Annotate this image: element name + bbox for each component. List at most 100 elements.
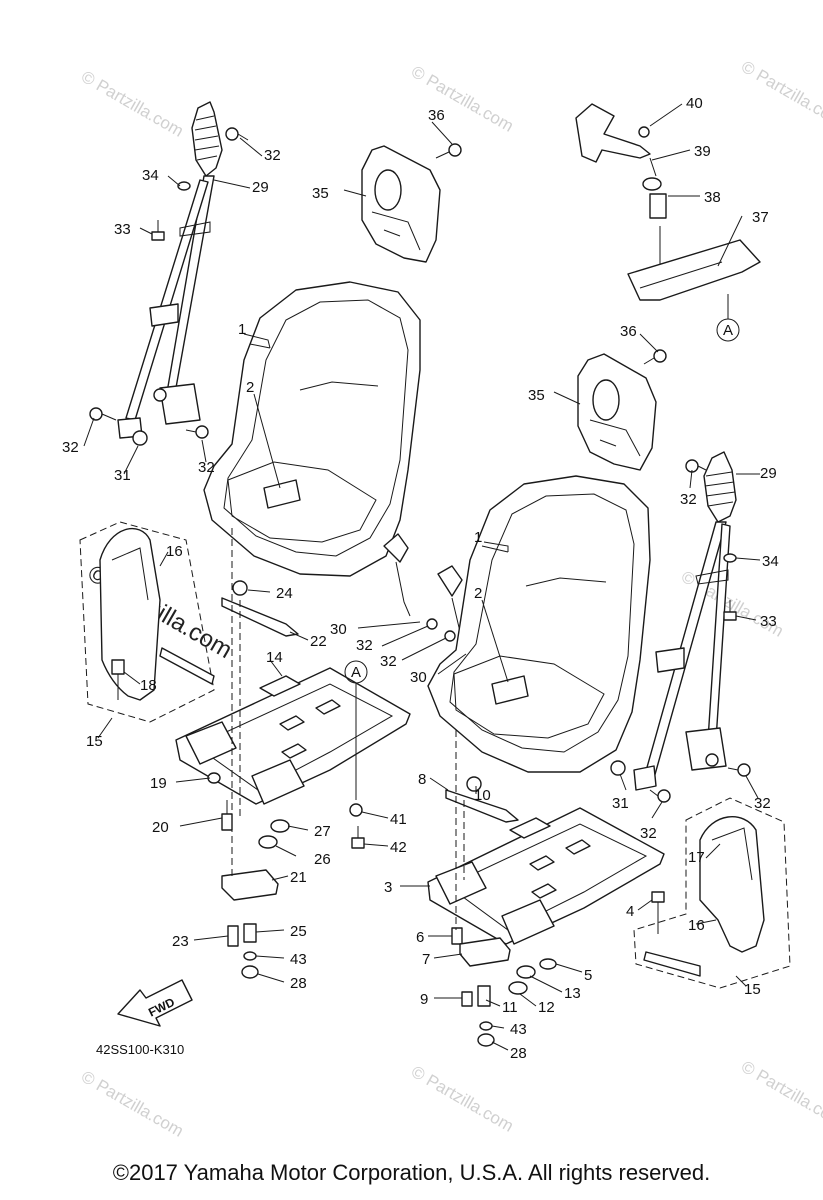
callout-32: 32 [640,825,657,842]
callout-35: 35 [312,185,329,202]
callout-40: 40 [686,95,703,112]
callout-33: 33 [114,221,131,238]
damper-5 [539,958,557,970]
callout-38: 38 [704,189,721,206]
watermark: © Partzilla.com [738,1057,823,1131]
callout-29: 29 [252,179,269,196]
washer-43 [243,951,257,961]
callout-5: 5 [584,967,592,984]
watermark: © Partzilla.com [408,62,517,136]
washer-34 [177,181,191,191]
callout-20: 20 [152,819,169,836]
leader-lines [83,103,761,1051]
bolt-33 [723,600,737,621]
bolt-18 [111,659,125,700]
bolt-32 [225,127,249,141]
callout-25: 25 [290,923,307,940]
nut-41 [349,803,363,817]
callout-4: 4 [626,903,634,920]
callout-31: 31 [612,795,629,812]
callout-21: 21 [290,869,307,886]
callout-11: 11 [502,999,518,1016]
callout-23: 23 [172,933,189,950]
callout-32: 32 [380,653,397,670]
callout-22: 22 [310,633,327,650]
nut-10 [466,776,482,792]
callout-34: 34 [142,167,159,184]
bolt-20 [221,800,233,831]
callout-28: 28 [510,1045,527,1062]
nut-28 [241,965,259,979]
callout-18: 18 [140,677,157,694]
bolt-32 [649,789,671,803]
arm-parts [575,103,761,301]
seat-bracket-left [79,521,215,723]
diagram-code: 42SS100-K310 [96,1042,184,1057]
watermark: © Partzilla.com [78,1067,187,1141]
callout-43: 43 [510,1021,527,1038]
seat-belt-left [117,101,223,439]
buckle-30-left [383,533,438,630]
callout-12: 12 [538,999,555,1016]
callout-41: 41 [390,811,407,828]
bolt-33 [151,220,165,241]
callout-43: 43 [290,951,307,968]
callout-29: 29 [760,465,777,482]
bolt-4 [651,891,665,934]
callout-26: 26 [314,851,331,868]
callout-32: 32 [356,637,373,654]
bolt-6 [451,927,463,945]
bolt-9 [461,991,473,1007]
callout-32: 32 [680,491,697,508]
washer-34 [723,553,737,563]
callout-32: 32 [754,795,771,812]
fwd-arrow: FWD [117,979,193,1027]
seat-frame-right [427,807,665,945]
callout-13: 13 [564,985,581,1002]
callout-39: 39 [694,143,711,160]
watermark: © Partzilla.com [408,1062,517,1136]
bolt-11 [477,985,491,1007]
nut-28 [477,1033,495,1047]
svg-text:A: A [351,664,361,681]
callout-32: 32 [264,147,281,164]
copyright-notice: ©2017 Yamaha Motor Corporation, U.S.A. A… [112,1160,711,1185]
callout-30: 30 [330,621,347,638]
callout-15: 15 [86,733,103,750]
bolt-36 [435,143,462,159]
seat-frame-left [175,667,411,805]
bracket-7 [459,937,511,967]
headrest-left [361,145,441,263]
bolt-25 [243,923,257,943]
seat-right [427,475,651,773]
callout-labels: 1 2 1 2 3 4 5 6 7 8 9 10 11 12 13 14 15 … [62,95,779,1062]
strap-22 [221,597,299,637]
callout-36: 36 [620,323,637,340]
washer-43 [479,1021,493,1031]
callout-2: 2 [246,379,254,396]
callout-19: 19 [150,775,167,792]
callout-32: 32 [198,459,215,476]
callout-3: 3 [384,879,392,896]
callout-6: 6 [416,929,424,946]
callout-7: 7 [422,951,430,968]
bolt-23 [227,925,239,947]
damper-12 [508,981,528,995]
callout-35: 35 [528,387,545,404]
callout-31: 31 [114,467,131,484]
bolt-32 [185,425,209,439]
callout-16: 16 [166,543,183,560]
callout-28: 28 [290,975,307,992]
callout-34: 34 [762,553,779,570]
headrest-right [577,353,657,471]
callout-9: 9 [420,991,428,1008]
watermark: © Partzilla.com [738,57,823,131]
callout-37: 37 [752,209,769,226]
damper-27 [270,819,290,833]
callout-16: 16 [688,917,705,934]
nut-31 [610,760,626,776]
nut-31 [132,430,148,446]
damper-13 [516,965,536,979]
callout-8: 8 [418,771,426,788]
